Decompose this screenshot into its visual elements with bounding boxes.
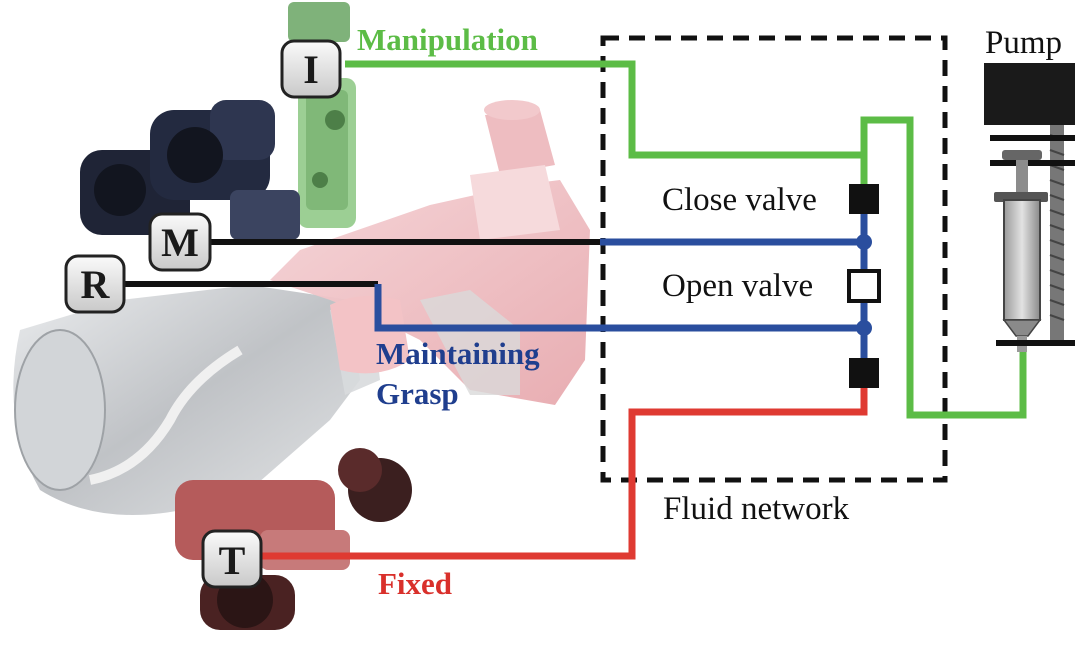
lead-screw-threads	[1049, 134, 1065, 321]
badge-ring-letter: R	[81, 262, 111, 307]
open-valve-label: Open valve	[662, 268, 813, 304]
junction-bottom	[856, 320, 872, 336]
pump-label: Pump	[985, 25, 1062, 61]
pump-motor-block	[984, 63, 1075, 125]
index-finger-green	[288, 2, 356, 228]
fluid-network-label: Fluid network	[663, 491, 850, 527]
badge-index-letter: I	[303, 47, 319, 92]
badge-thumb-letter: T	[219, 538, 246, 583]
fixed-label: Fixed	[378, 566, 452, 601]
open-valve-symbol	[847, 269, 881, 303]
pump-syringe	[984, 63, 1075, 352]
badge-index: I	[280, 39, 342, 99]
close-valve-label: Close valve	[662, 182, 817, 218]
manipulation-label: Manipulation	[357, 22, 538, 57]
thumb-red	[175, 448, 412, 630]
robot-hand-photo	[13, 2, 590, 630]
fluid-network-box	[600, 35, 948, 483]
maintaining-label-line2: Grasp	[376, 376, 459, 411]
close-valve-lower	[849, 358, 879, 388]
badge-middle: M	[148, 212, 212, 272]
badge-thumb: T	[201, 529, 263, 589]
close-valve-upper	[849, 184, 879, 214]
badge-ring: R	[64, 254, 126, 314]
pump-return-line	[860, 116, 1027, 419]
maintaining-label-line1: Maintaining	[376, 336, 540, 371]
fixed-line	[262, 388, 868, 560]
junction-top	[856, 234, 872, 250]
maintaining-line-bottom	[374, 284, 864, 332]
spray-bottle-trigger	[270, 100, 590, 405]
badge-middle-letter: M	[161, 220, 199, 265]
